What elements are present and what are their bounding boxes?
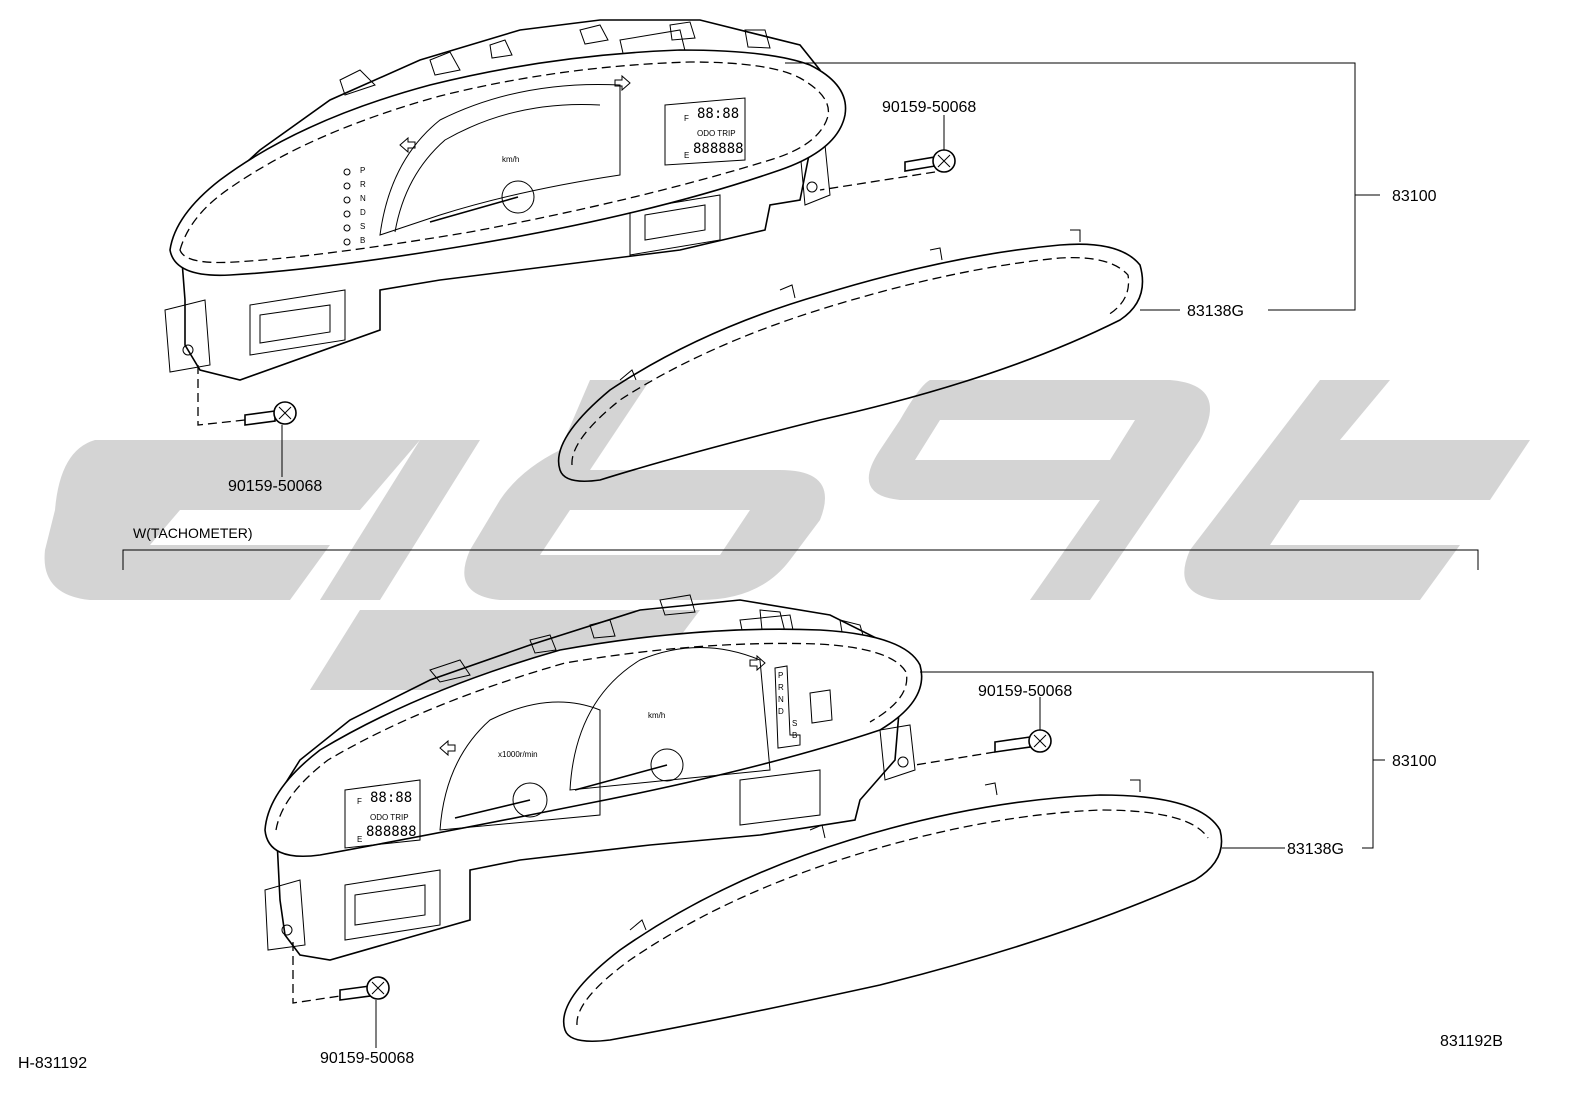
- bottom-right-bolt: [994, 729, 1052, 753]
- gear-indicator: P R N D S B: [343, 166, 366, 246]
- clock-display-bottom: 88:88: [370, 790, 412, 806]
- bottom-assembly-label: 83100: [1392, 753, 1437, 770]
- top-left-bolt-label: 90159-50068: [228, 478, 322, 495]
- gear-d-bottom: D: [778, 707, 784, 716]
- drawing-code-left: H-831192: [18, 1055, 87, 1072]
- odo-trip-label: ODO TRIP: [697, 129, 736, 138]
- fuel-full-label: F: [684, 114, 689, 123]
- speed-unit-label-bottom: km/h: [648, 711, 665, 720]
- bottom-right-bolt-label: 90159-50068: [978, 683, 1072, 700]
- speed-unit-label: km/h: [502, 155, 519, 164]
- fuel-full-label-bottom: F: [357, 797, 362, 806]
- bottom-left-bolt: [339, 976, 390, 1001]
- top-right-bolt-label: 90159-50068: [882, 99, 976, 116]
- bottom-left-bolt-label: 90159-50068: [320, 1050, 414, 1067]
- gear-p-bottom: P: [778, 671, 783, 680]
- watermark-logo: [44, 380, 1530, 690]
- gear-r: R: [360, 180, 366, 189]
- top-right-bolt: [904, 149, 956, 173]
- fuel-empty-label: E: [684, 151, 689, 160]
- variant-label: W(TACHOMETER): [133, 525, 253, 541]
- gear-n-bottom: N: [778, 695, 784, 704]
- gear-s-bottom: S: [792, 719, 797, 728]
- gear-n: N: [360, 194, 366, 203]
- bottom-leader-lines: [292, 671, 1385, 1048]
- gear-p: P: [360, 166, 365, 175]
- variant-bracket: [122, 549, 1479, 570]
- top-assembly-label: 83100: [1392, 188, 1437, 205]
- fuel-empty-label-bottom: E: [357, 835, 362, 844]
- odometer-display: 888888: [693, 141, 744, 157]
- top-glass-label: 83138G: [1187, 303, 1244, 320]
- bottom-meter-glass: [563, 779, 1223, 1043]
- gear-s: S: [360, 222, 365, 231]
- top-left-bolt: [244, 401, 297, 426]
- gear-indicator-bottom: P R N D S B: [774, 665, 801, 749]
- odo-trip-label-bottom: ODO TRIP: [370, 813, 409, 822]
- odometer-display-bottom: 888888: [366, 824, 417, 840]
- clock-display: 88:88: [697, 106, 739, 122]
- top-meter-glass: [557, 229, 1144, 483]
- gear-b: B: [360, 236, 365, 245]
- top-leader-lines: [197, 62, 1380, 477]
- bottom-glass-label: 83138G: [1287, 841, 1344, 858]
- gear-d: D: [360, 208, 366, 217]
- gear-r-bottom: R: [778, 683, 784, 692]
- gear-b-bottom: B: [792, 731, 797, 740]
- bottom-combination-meter: x1000r/min km/h 88:88 ODO TRIP 888888 F …: [264, 594, 923, 961]
- top-combination-meter: km/h 88:88 ODO TRIP 888888 F E P R N D S…: [164, 19, 847, 381]
- drawing-code-right: 831192B: [1440, 1033, 1503, 1050]
- tach-unit-label: x1000r/min: [498, 750, 538, 759]
